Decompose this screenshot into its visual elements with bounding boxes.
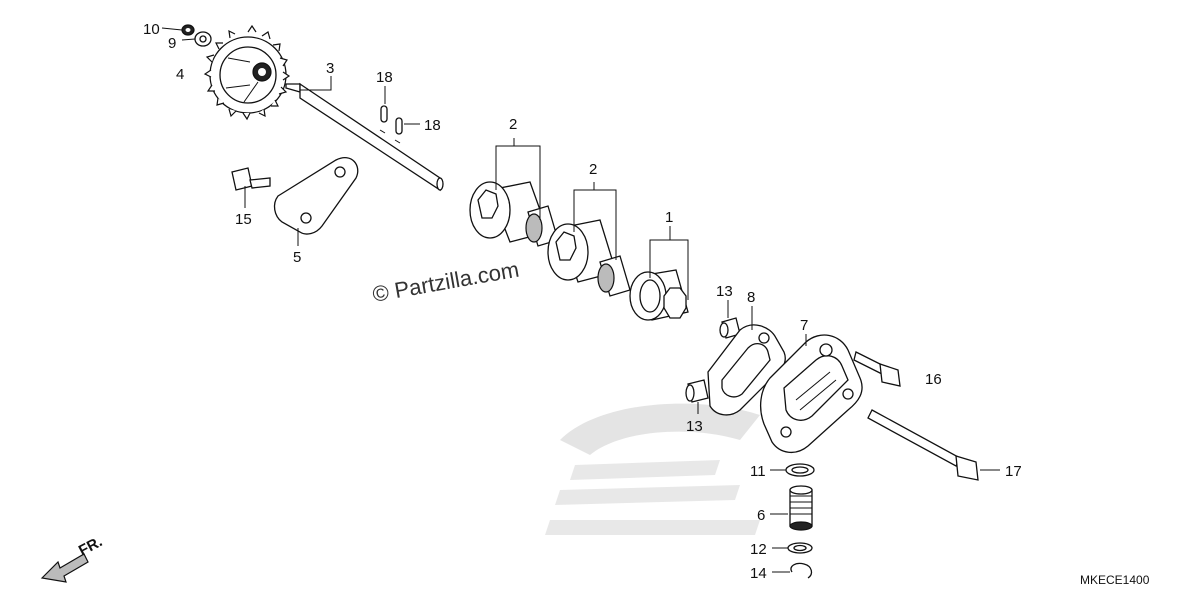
callout-13b: 13 xyxy=(686,418,703,435)
pin-part-18b xyxy=(395,117,403,135)
gear-part-4 xyxy=(203,24,291,121)
callout-7: 7 xyxy=(800,317,808,334)
rotor-inner-part-1 xyxy=(663,287,687,319)
callout-17: 17 xyxy=(1005,463,1022,480)
callout-12: 12 xyxy=(750,541,767,558)
front-direction-arrow: FR. xyxy=(40,533,105,583)
clip-part-14 xyxy=(790,562,813,579)
shaft-part-3 xyxy=(285,82,444,192)
callout-18b: 18 xyxy=(424,117,441,134)
bolt-part-16 xyxy=(853,351,901,387)
nut-part-10 xyxy=(181,24,195,36)
callout-4: 4 xyxy=(176,66,184,83)
callout-8: 8 xyxy=(747,289,755,306)
washer-part-11 xyxy=(785,463,815,477)
valve-part-6 xyxy=(789,485,813,531)
diagram-code: MKECE1400 xyxy=(1080,573,1150,587)
callout-1: 1 xyxy=(665,209,673,226)
dowel-part-13b xyxy=(685,379,709,403)
callout-3: 3 xyxy=(326,60,334,77)
washer-part-12 xyxy=(787,542,813,554)
callout-13a: 13 xyxy=(716,283,733,300)
callout-5: 5 xyxy=(293,249,301,266)
callout-2b: 2 xyxy=(589,161,597,178)
rotor-inner-part-2b xyxy=(597,255,631,297)
plate-part-5 xyxy=(273,157,359,235)
background-logo xyxy=(545,403,760,535)
callout-11: 11 xyxy=(750,463,766,480)
dowel-part-13a xyxy=(719,317,741,339)
washer-part-9 xyxy=(194,31,212,47)
leader-lines xyxy=(161,27,1000,573)
watermark-text: © Partzilla.com xyxy=(371,257,521,307)
callout-6: 6 xyxy=(757,507,765,524)
pin-part-18a xyxy=(380,105,388,123)
bolt-part-15 xyxy=(231,167,271,191)
pump-body-part-7 xyxy=(759,334,863,453)
rotor-inner-part-2a xyxy=(525,205,559,247)
callout-18a: 18 xyxy=(376,69,393,86)
callout-9: 9 xyxy=(168,35,176,52)
bolt-part-17 xyxy=(867,409,979,481)
callout-14: 14 xyxy=(750,565,767,582)
callout-16: 16 xyxy=(925,371,942,388)
callout-2a: 2 xyxy=(509,116,517,133)
callout-10: 10 xyxy=(143,21,160,38)
callout-15: 15 xyxy=(235,211,252,228)
